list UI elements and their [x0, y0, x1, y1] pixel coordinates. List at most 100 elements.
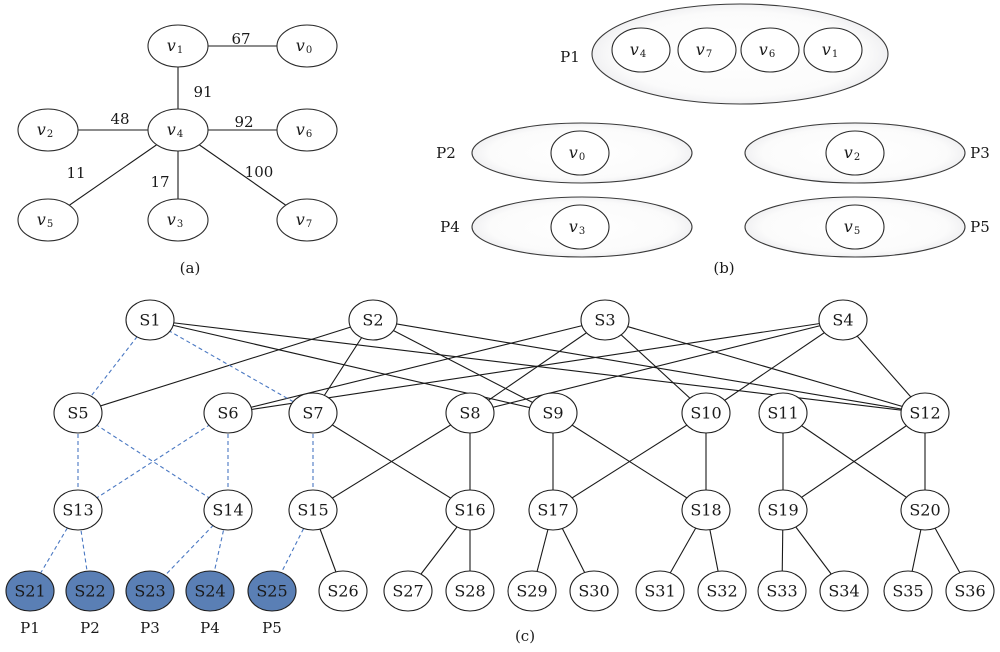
switch-label-S26: S26 [327, 582, 358, 601]
switch-node-S7 [288, 392, 338, 434]
partition-member-v7 [677, 27, 737, 73]
switch-node-S35 [883, 570, 933, 612]
switch-label-S22: S22 [74, 582, 105, 601]
switch-node-S11 [758, 392, 808, 434]
switch-label-S20: S20 [909, 501, 940, 520]
partition-member-label-v7: v7 [696, 40, 712, 60]
switch-label-S10: S10 [690, 404, 721, 423]
switch-label-S5: S5 [67, 404, 88, 423]
switch-node-S19 [758, 489, 808, 531]
partition-member-v0 [550, 130, 610, 176]
link-S3-S12 [604, 319, 926, 414]
switch-node-S24 [185, 570, 235, 612]
switch-node-S31 [635, 570, 685, 612]
link-S3-S6 [227, 319, 606, 414]
node-v1 [147, 24, 209, 68]
partition-member-label-v3: v3 [569, 217, 585, 237]
switch-node-S23 [125, 570, 175, 612]
switch-node-S26 [318, 570, 368, 612]
node-label-v4: v4 [167, 120, 183, 140]
edge-weight-v4-v3: 17 [150, 173, 169, 191]
switch-node-S20 [900, 489, 950, 531]
node-v7 [276, 198, 338, 242]
edge-weight-v4-v5: 11 [66, 164, 85, 182]
partition-member-v4 [611, 27, 671, 73]
edge-weight-v2-v4: 48 [110, 110, 129, 128]
node-label-v6: v6 [296, 120, 312, 140]
node-v6 [276, 108, 338, 152]
switch-label-S31: S31 [644, 582, 675, 601]
panel-c-caption: (c) [515, 627, 535, 645]
switch-node-S10 [681, 392, 731, 434]
partition-member-label-v6: v6 [759, 40, 775, 60]
switch-label-S23: S23 [134, 582, 165, 601]
switch-label-S3: S3 [594, 311, 615, 330]
link-S4-S8 [469, 319, 844, 414]
dashed-link-S5-S14 [77, 412, 229, 511]
partition-member-label-v1: v1 [822, 40, 838, 60]
switch-node-S13 [53, 489, 103, 531]
host-partition-label-P4: P4 [200, 619, 220, 637]
host-partition-label-P5: P5 [262, 619, 282, 637]
switch-node-S30 [569, 570, 619, 612]
switch-node-S27 [383, 570, 433, 612]
switch-node-S33 [757, 570, 807, 612]
node-label-v5: v5 [37, 210, 53, 230]
partition-member-label-v5: v5 [844, 217, 860, 237]
partition-label-P3: P3 [970, 144, 990, 162]
node-label-v0: v0 [296, 36, 312, 56]
switch-node-S8 [445, 392, 495, 434]
link-S4-S10 [705, 319, 844, 414]
node-v3 [147, 198, 209, 242]
switch-label-S2: S2 [362, 311, 383, 330]
switch-node-S22 [65, 570, 115, 612]
partition-label-P2: P2 [436, 144, 456, 162]
switch-label-S15: S15 [297, 501, 328, 520]
switch-node-S34 [819, 570, 869, 612]
switch-label-S19: S19 [767, 501, 798, 520]
switch-label-S24: S24 [194, 582, 225, 601]
switch-label-S9: S9 [542, 404, 563, 423]
node-v2 [17, 108, 79, 152]
node-label-v3: v3 [167, 210, 183, 230]
node-label-v2: v2 [37, 120, 53, 140]
switch-node-S1 [125, 299, 175, 341]
switch-label-S12: S12 [909, 404, 940, 423]
switch-node-S3 [580, 299, 630, 341]
partition-member-label-v0: v0 [569, 143, 585, 163]
switch-label-S36: S36 [954, 582, 985, 601]
node-label-v7: v7 [296, 210, 312, 230]
partition-member-label-v4: v4 [630, 40, 646, 60]
partition-member-v5 [825, 204, 885, 250]
switch-label-S13: S13 [62, 501, 93, 520]
switch-node-S25 [247, 570, 297, 612]
node-v4 [147, 108, 209, 152]
switch-node-S18 [681, 489, 731, 531]
switch-node-S32 [697, 570, 747, 612]
edge-weight-v4-v6: 92 [234, 113, 253, 131]
partition-label-P4: P4 [440, 218, 460, 236]
switch-label-S28: S28 [454, 582, 485, 601]
switch-node-S4 [818, 299, 868, 341]
switch-label-S4: S4 [832, 311, 853, 330]
host-partition-label-P3: P3 [140, 619, 160, 637]
link-S2-S12 [372, 319, 926, 414]
switch-label-S6: S6 [217, 404, 238, 423]
switch-label-S18: S18 [690, 501, 721, 520]
switch-label-S35: S35 [892, 582, 923, 601]
link-S12-S19 [782, 412, 926, 511]
switch-label-S16: S16 [454, 501, 485, 520]
switch-node-S5 [53, 392, 103, 434]
node-v0 [276, 24, 338, 68]
partition-member-v1 [803, 27, 863, 73]
host-partition-label-P1: P1 [20, 619, 40, 637]
switch-node-S36 [945, 570, 995, 612]
switch-node-S2 [348, 299, 398, 341]
switch-label-S8: S8 [459, 404, 480, 423]
switch-label-S1: S1 [139, 311, 160, 330]
link-S8-S15 [312, 412, 471, 511]
